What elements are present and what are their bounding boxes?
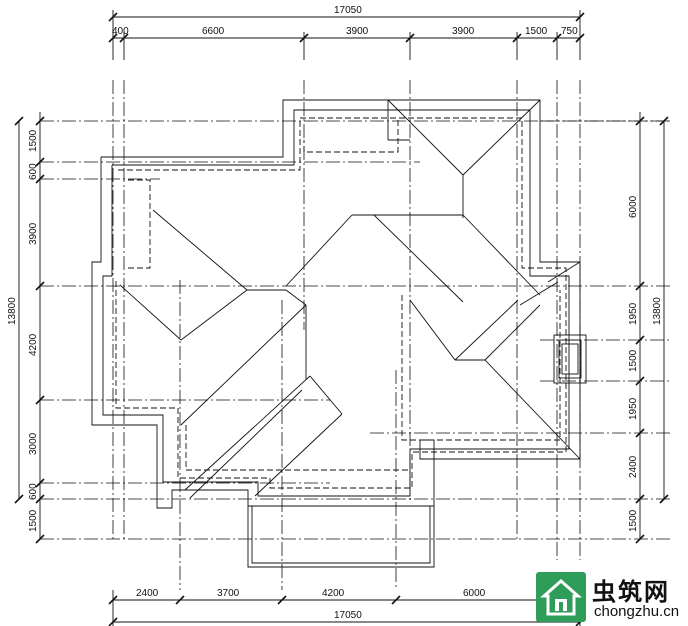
- right-dim-5: 2400: [628, 455, 639, 478]
- top-dim-2: 6600: [202, 26, 225, 37]
- left-dim-2: 600: [28, 163, 39, 180]
- left-dim-7: 1500: [28, 509, 39, 532]
- watermark-name: 虫筑网: [592, 578, 670, 606]
- roof-hips-ridges: [119, 99, 581, 499]
- top-dim-3: 3900: [346, 26, 369, 37]
- left-dim-5: 3000: [28, 432, 39, 455]
- bottom-overall-dim: 17050: [334, 610, 362, 621]
- house-logo-icon: [536, 572, 586, 622]
- top-dimension-chain: 17050 400 6600 3900 3900 1500 750: [108, 5, 585, 60]
- wall-dashed-lines: [115, 117, 567, 489]
- right-dim-4: 1950: [628, 397, 639, 420]
- left-dimension-chain: 13800 1500 600 3900 4200 3000 600 1500: [7, 112, 45, 544]
- right-overall-dim: 13800: [652, 297, 663, 325]
- watermark-domain: chongzhu.cn: [594, 603, 680, 620]
- bottom-dimension-chain: 2400 3700 4200 6000 17050: [108, 588, 585, 626]
- top-dim-1: 400: [112, 26, 129, 37]
- left-dim-6: 600: [28, 483, 39, 500]
- top-dim-6: 750: [561, 26, 578, 37]
- bottom-dim-3: 4200: [322, 588, 345, 599]
- right-dim-3: 1500: [628, 349, 639, 372]
- bottom-dim-4: 6000: [463, 588, 486, 599]
- left-dim-1: 1500: [28, 129, 39, 152]
- site-watermark: 虫筑网 chongzhu.cn: [536, 572, 688, 626]
- bottom-dim-1: 2400: [136, 588, 159, 599]
- top-dim-4: 3900: [452, 26, 475, 37]
- top-dim-5: 1500: [525, 26, 548, 37]
- top-overall-dim: 17050: [334, 5, 362, 16]
- left-dim-3: 3900: [28, 222, 39, 245]
- right-dim-2: 1950: [628, 302, 639, 325]
- bottom-dim-2: 3700: [217, 588, 240, 599]
- right-dim-6: 1500: [628, 509, 639, 532]
- left-dim-4: 4200: [28, 333, 39, 356]
- right-dim-1: 6000: [628, 195, 639, 218]
- right-dimension-chain: 6000 1950 1500 1950 2400 1500 13800: [628, 112, 669, 544]
- roof-eave-outline: [91, 99, 587, 568]
- left-overall-dim: 13800: [7, 297, 18, 325]
